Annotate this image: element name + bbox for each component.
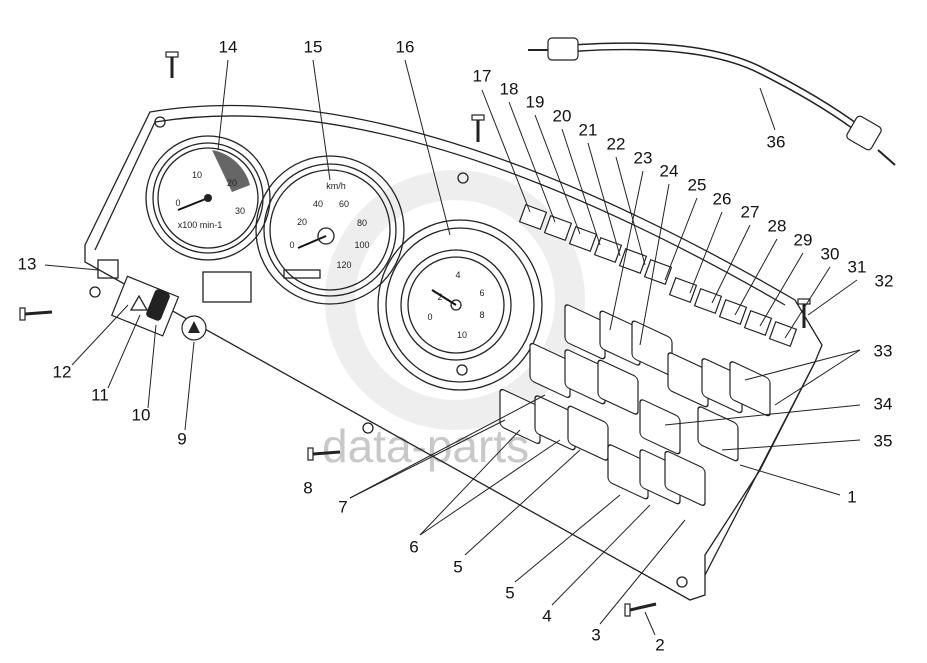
callout-26: 26 [713,189,732,208]
gauge-unit: km/h [326,181,346,191]
watermark-text: data-parts [322,420,529,472]
tick-label: 6 [479,288,484,298]
callout-5: 5 [505,583,514,602]
callout-5: 5 [453,557,462,576]
watermark: data-parts [322,170,585,472]
callout-25: 25 [688,175,707,194]
screws [19,51,811,617]
callout-17: 17 [473,66,492,85]
tick-label: 0 [175,198,180,208]
callout-32: 32 [875,271,894,290]
callout-28: 28 [768,216,787,235]
tick-label: 4 [455,270,460,280]
callout-8: 8 [303,478,312,497]
tick-label: 0 [289,240,294,250]
callout-14: 14 [219,37,238,56]
tick-label: 10 [192,170,202,180]
callout-27: 27 [741,202,760,221]
callout-16: 16 [396,37,415,56]
tick-label: 20 [297,217,307,227]
callout-34: 34 [874,394,893,413]
callout-1: 1 [847,487,856,506]
callout-30: 30 [821,244,840,263]
tick-label: 120 [336,260,351,270]
callout-29: 29 [794,230,813,249]
callout-15: 15 [304,37,323,56]
callout-22: 22 [607,134,626,153]
callout-18: 18 [500,79,519,98]
label-plate [202,271,252,303]
callout-20: 20 [553,106,572,125]
gauge-unit: x100 min-1 [178,220,223,230]
callout-6: 6 [409,537,418,556]
callout-21: 21 [579,120,598,139]
callout-35: 35 [874,431,893,450]
hazard-switch [110,275,207,341]
callout-24: 24 [660,161,679,180]
callout-labels: 14 15 16 17 18 19 20 21 22 23 24 25 26 2… [18,37,894,654]
callout-19: 19 [526,92,545,111]
instrument-panel [84,104,823,601]
tachometer: 0 10 20 30 x100 min-1 [145,135,271,261]
tick-label: 100 [354,240,369,250]
tick-label: 8 [479,310,484,320]
callout-36: 36 [767,132,786,151]
leader-lines [44,59,861,636]
speedometer-cable [528,37,896,166]
callout-2: 2 [655,635,664,654]
combination-gauge: 0 2 4 6 8 10 [377,219,543,391]
callout-7: 7 [338,497,347,516]
tick-label: 30 [235,206,245,216]
indicator-lamps [518,204,798,347]
tick-label: 40 [313,199,323,209]
tick-label: 10 [457,330,467,340]
callout-23: 23 [634,148,653,167]
tick-label: 80 [357,218,367,228]
callout-9: 9 [177,429,186,448]
callout-31: 31 [848,257,867,276]
callout-3: 3 [591,625,600,644]
callout-4: 4 [542,606,551,625]
callout-13: 13 [18,254,37,273]
tick-label: 2 [437,292,442,302]
blank-cover-13 [97,259,119,279]
speedometer: 0 20 40 60 80 100 120 km/h [255,155,405,305]
callout-11: 11 [91,385,109,404]
callout-10: 10 [132,405,151,424]
tick-label: 20 [227,178,237,188]
callout-12: 12 [53,362,72,381]
tick-label: 60 [339,199,349,209]
tick-label: 0 [427,312,432,322]
callout-33: 33 [874,341,893,360]
rocker-switches [499,304,771,506]
